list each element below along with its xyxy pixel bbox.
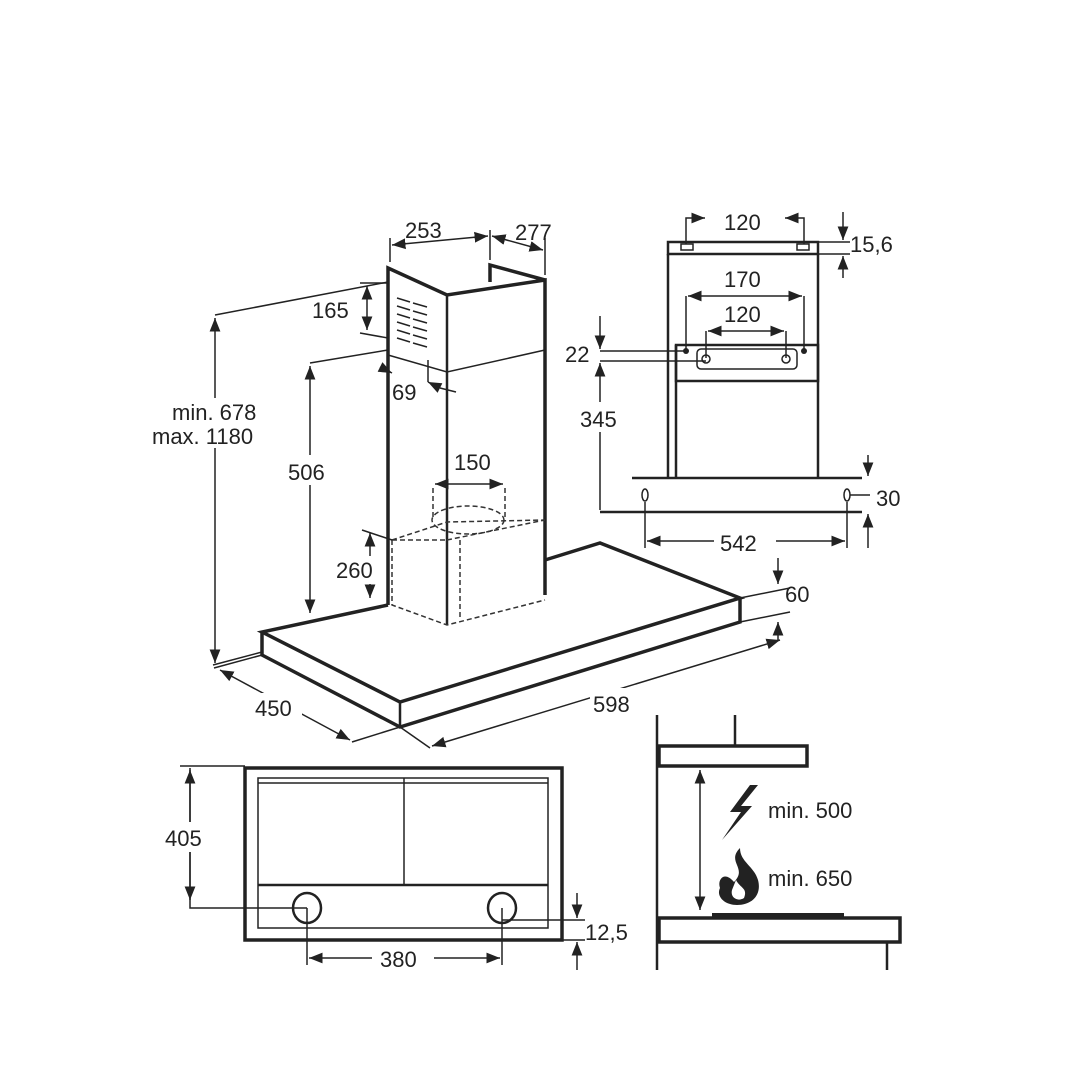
dim-lower-chimney: 506 bbox=[288, 460, 325, 485]
dim-motor-height: 260 bbox=[336, 558, 373, 583]
dim-outlet-diameter: 150 bbox=[454, 450, 491, 475]
bracket-view: 120 15,6 170 120 22 345 30 542 bbox=[565, 210, 900, 556]
dim-height-max: max. 1180 bbox=[152, 424, 253, 449]
dim-base-holes: 542 bbox=[720, 531, 757, 556]
dim-chimney-depth: 277 bbox=[515, 220, 552, 245]
dim-chimney-width: 253 bbox=[405, 218, 442, 243]
dim-inner-holes: 120 bbox=[724, 302, 761, 327]
dim-canopy-width: 598 bbox=[593, 692, 630, 717]
underside-view: 405 380 12,5 bbox=[165, 765, 628, 972]
dim-grille-offset: 69 bbox=[392, 380, 416, 405]
dim-light-offset: 12,5 bbox=[585, 920, 628, 945]
dim-canopy-depth: 450 bbox=[255, 696, 292, 721]
dim-bracket-height: 345 bbox=[580, 407, 617, 432]
dim-canopy-thickness: 60 bbox=[785, 582, 809, 607]
dim-outer-holes: 170 bbox=[724, 267, 761, 292]
chimney bbox=[386, 262, 547, 625]
clearance-view: min. 500 min. 650 bbox=[655, 715, 902, 970]
vent-grille bbox=[396, 297, 428, 348]
dim-height-min: min. 678 bbox=[172, 400, 256, 425]
dim-top-holes: 120 bbox=[724, 210, 761, 235]
clearance-gas: min. 650 bbox=[768, 866, 852, 891]
dim-top-offset: 15,6 bbox=[850, 232, 893, 257]
electric-lightning-icon bbox=[722, 785, 758, 840]
motor-housing-hidden bbox=[391, 488, 546, 626]
isometric-hood-view: 253 277 min. 678 max. 1180 165 69 506 15… bbox=[152, 218, 809, 749]
dim-base-offset: 30 bbox=[876, 486, 900, 511]
gas-flame-icon bbox=[718, 848, 759, 905]
canopy bbox=[256, 541, 746, 729]
clearance-electric: min. 500 bbox=[768, 798, 852, 823]
dim-depth: 405 bbox=[165, 826, 202, 851]
dim-grille-height: 165 bbox=[312, 298, 349, 323]
dim-lights-spacing: 380 bbox=[380, 947, 417, 972]
dim-hole-offset: 22 bbox=[565, 342, 589, 367]
